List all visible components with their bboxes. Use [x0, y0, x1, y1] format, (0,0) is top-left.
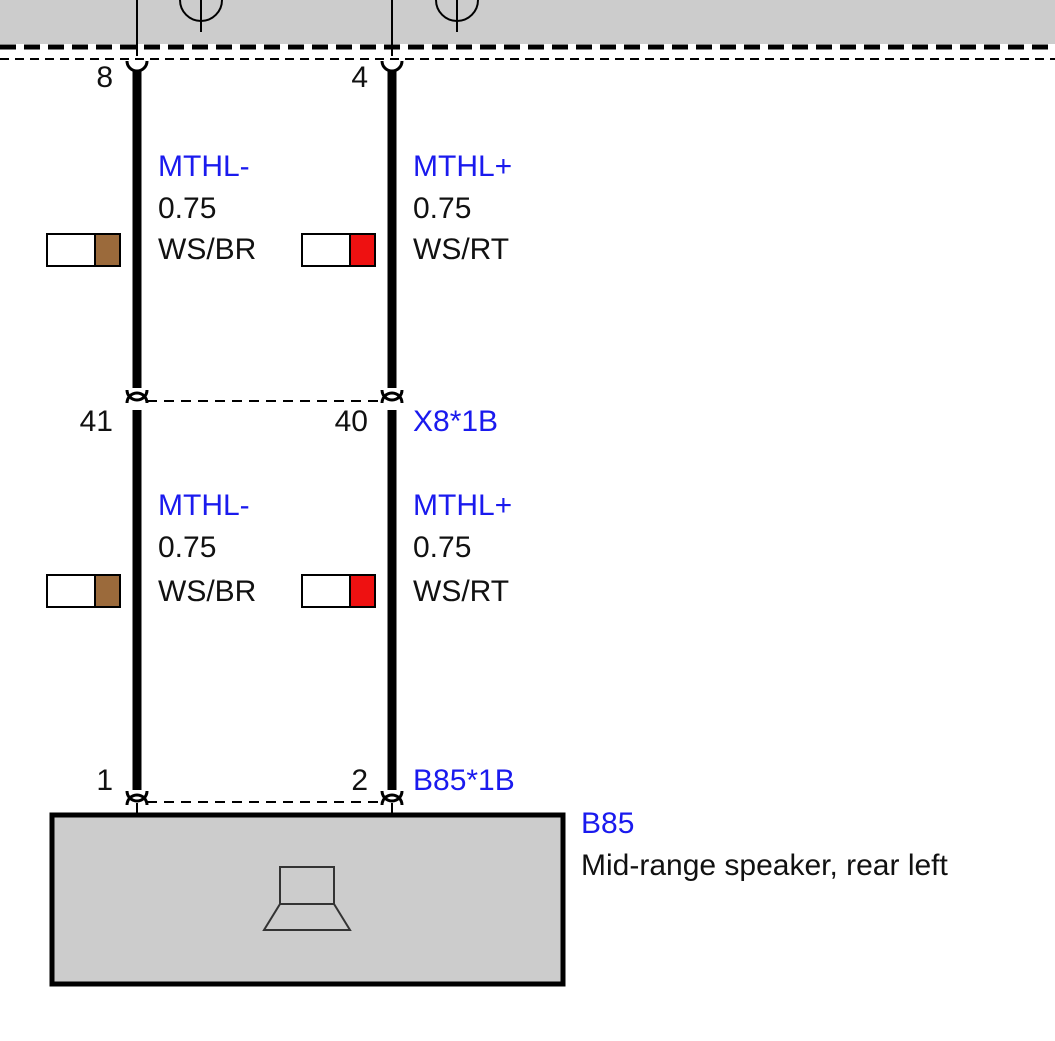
pin-label-8: 8: [96, 61, 113, 94]
connector-b85-name[interactable]: B85*1B: [413, 764, 515, 797]
connector-x8: 41 40 X8*1B: [80, 389, 498, 438]
wire-color-swatch-white-brown-upper: [46, 233, 121, 267]
top-module-body: [0, 0, 1055, 44]
connector-b85: 1 2 B85*1B: [96, 764, 515, 815]
wire-upper-left-signal: MTHL-: [158, 150, 250, 183]
wire-upper-left-color-code: WS/BR: [158, 233, 256, 266]
wire-upper-left-cross-section: 0.75: [158, 192, 216, 225]
wire-color-swatch-white-red-lower: [301, 574, 376, 608]
connector-x8-plug-left-icon: [125, 389, 149, 402]
wire-lower-left-color-code: WS/BR: [158, 575, 256, 608]
wire-upper-right-signal: MTHL+: [413, 150, 512, 183]
pin-label-1: 1: [96, 764, 113, 797]
connector-x8-socket-left-icon: [125, 391, 149, 404]
connector-b85-socket-left-icon: [125, 793, 149, 806]
pin-label-2: 2: [351, 764, 368, 797]
connector-x8-socket-right-icon: [380, 391, 404, 404]
wire-color-swatch-white-red-upper: [301, 233, 376, 267]
wire-upper-right-color-code: WS/RT: [413, 233, 509, 266]
pin-label-41: 41: [80, 405, 113, 438]
wire-lower-right-cross-section: 0.75: [413, 531, 471, 564]
wire-lower-left-signal: MTHL-: [158, 489, 250, 522]
connector-b85-plug-right-icon: [380, 790, 404, 803]
socket-top-right-icon: [380, 60, 404, 73]
pin-label-4: 4: [351, 61, 368, 94]
wire-upper-right-cross-section: 0.75: [413, 192, 471, 225]
upper-wire-segment: MTHL- 0.75 WS/BR MTHL+ 0.75 WS/RT: [46, 70, 512, 388]
connector-b85-socket-right-icon: [380, 793, 404, 806]
connector-b85-plug-left-icon: [125, 790, 149, 803]
wire-lower-left-cross-section: 0.75: [158, 531, 216, 564]
wire-color-swatch-white-brown-lower: [46, 574, 121, 608]
speaker-icon: [262, 866, 352, 931]
socket-top-left-icon: [125, 60, 149, 73]
connector-x8-plug-right-icon: [380, 389, 404, 402]
connector-x8-name[interactable]: X8*1B: [413, 405, 498, 438]
component-description: Mid-range speaker, rear left: [581, 849, 949, 882]
component-b85-body[interactable]: [49, 812, 566, 987]
top-module: 8 4: [0, 0, 1055, 94]
internal-symbol-left-icon: [179, 0, 223, 32]
component-id[interactable]: B85: [581, 807, 634, 840]
pin-label-40: 40: [335, 405, 368, 438]
component-b85[interactable]: B85 Mid-range speaker, rear left: [49, 807, 949, 987]
wire-lower-right-signal: MTHL+: [413, 489, 512, 522]
lower-wire-segment: MTHL- 0.75 WS/BR MTHL+ 0.75 WS/RT: [46, 410, 512, 790]
wire-lower-right-color-code: WS/RT: [413, 575, 509, 608]
internal-symbol-right-icon: [435, 0, 479, 32]
